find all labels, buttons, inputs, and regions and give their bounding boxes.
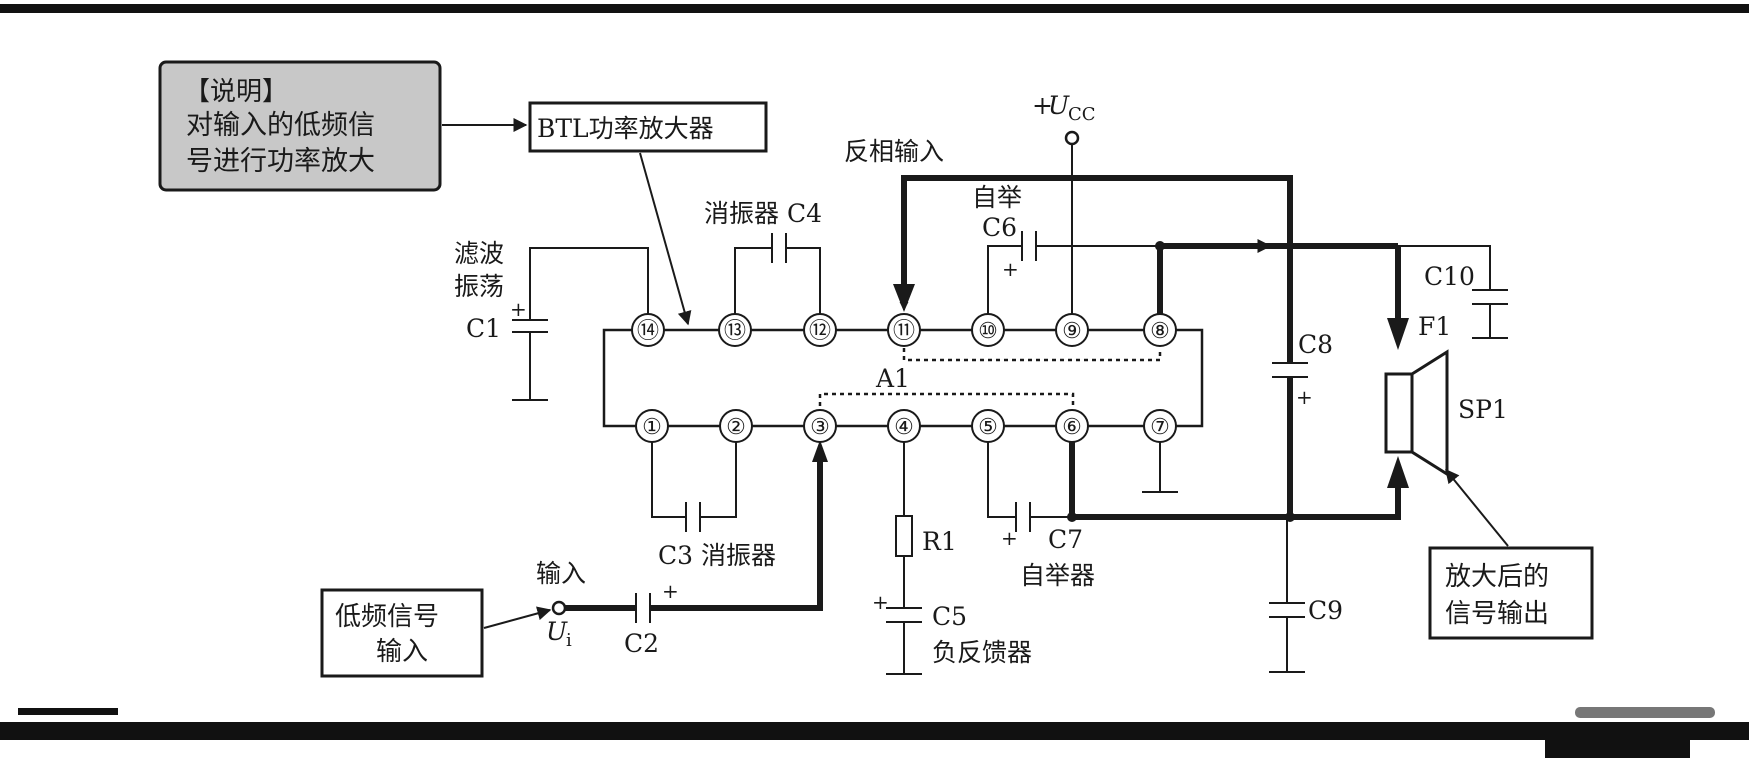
capacitor-c6 (1021, 231, 1037, 261)
c1-plus: + (510, 297, 527, 321)
c4-label: 消振器 C4 (704, 199, 822, 228)
capacitor-c8 (1272, 178, 1308, 517)
capacitor-c10 (1472, 289, 1508, 305)
c2-plus: + (662, 579, 679, 603)
input-box-line-1: 低频信号 (335, 602, 439, 632)
chip-title-box: BTL功率放大器 (528, 101, 768, 153)
note-header: 【说明】 (184, 77, 288, 107)
ui-subscript: i (566, 630, 572, 651)
c9-label: C9 (1308, 596, 1343, 625)
input-label: 输入 (536, 559, 586, 588)
pin-9-label: ⑨ (1062, 319, 1082, 344)
vcc-prefix: + (1032, 91, 1053, 120)
component-labels: 滤波 振荡 C1 + 消振器 C4 反相输入 + U CC 自举 C6 + C1… (454, 91, 1508, 667)
capacitor-c7 (1015, 502, 1031, 532)
pin-13-label: ⑬ (724, 319, 746, 344)
c5-label: C5 (932, 602, 967, 631)
ui-symbol: U (546, 617, 568, 646)
c6-label: C6 (982, 213, 1017, 242)
c7-plus: + (1001, 526, 1018, 550)
pin-11-label: ⑪ (893, 319, 915, 344)
pin-3-label: ③ (810, 415, 830, 440)
output-box-line-1: 放大后的 (1445, 562, 1549, 592)
bottom-frame-bar (0, 722, 1749, 740)
bootstrap-top-label: 自举 (972, 183, 1022, 212)
capacitor-c3 (685, 502, 701, 532)
c7-label: C7 (1048, 525, 1083, 554)
c1-label: C1 (466, 314, 501, 343)
bootstrap-bottom-label: 自举器 (1020, 561, 1095, 590)
pin-14-label: ⑭ (637, 319, 659, 344)
output-box: 放大后的 信号输出 (1428, 546, 1594, 640)
note-box: 【说明】 对输入的低频信 号进行功率放大 (158, 60, 442, 192)
filter-label-line-2: 振荡 (454, 272, 504, 301)
capacitor-c5 (886, 607, 922, 623)
c8-label: C8 (1298, 330, 1333, 359)
inverting-input-label: 反相输入 (844, 137, 944, 166)
output-box-arrow (1445, 468, 1509, 547)
input-box-arrow (483, 606, 552, 629)
internal-link-top (902, 348, 1162, 362)
pin-labels-bottom: ① ② ③ ④ ⑤ ⑥ ⑦ (642, 415, 1170, 440)
input-box: 低频信号 输入 (320, 588, 484, 678)
note-line-1: 对输入的低频信 (186, 110, 375, 141)
speaker-sp1 (1384, 349, 1449, 477)
internal-link-bottom (818, 392, 1075, 406)
negative-feedback-label: 负反馈器 (932, 638, 1032, 667)
capacitor-c4 (771, 233, 787, 263)
pin-6-label: ⑥ (1062, 415, 1082, 440)
c2-label: C2 (624, 629, 659, 658)
pin-1-label: ① (642, 415, 662, 440)
capacitor-c1 (512, 319, 548, 333)
pin-labels-top: ⑭ ⑬ ⑫ ⑪ ⑩ ⑨ ⑧ (637, 319, 1170, 344)
pin-4-label: ④ (894, 415, 914, 440)
chip-title: BTL功率放大器 (537, 114, 714, 143)
c6-plus: + (1002, 257, 1019, 281)
junction-dots (1067, 241, 1295, 522)
pin-2-label: ② (726, 415, 746, 440)
pin-8-label: ⑧ (1150, 319, 1170, 344)
pin-12-label: ⑫ (809, 319, 831, 344)
input-box-line-2: 输入 (376, 637, 428, 667)
pins-bottom (635, 409, 1177, 443)
title-to-chip-arrow (639, 152, 692, 326)
chip-label: A1 (875, 364, 910, 393)
pins-top (631, 313, 1177, 347)
bottom-frame-thin-bar (18, 708, 118, 715)
vcc-terminal (1064, 130, 1080, 146)
output-box-line-2: 信号输出 (1445, 599, 1549, 629)
input-terminal (551, 600, 567, 616)
f1-label: F1 (1418, 312, 1451, 341)
note-line-2: 号进行功率放大 (186, 146, 375, 177)
capacitor-c2 (635, 593, 651, 623)
r1-label: R1 (922, 527, 957, 556)
resistor-r1 (895, 515, 913, 557)
capacitor-c9 (1269, 602, 1305, 618)
c3-label: C3 消振器 (658, 541, 776, 570)
c8-plus: + (1296, 385, 1313, 409)
filter-label-line-1: 滤波 (454, 239, 504, 268)
page-curl-mark (1575, 707, 1715, 718)
vcc-subscript: CC (1068, 104, 1096, 125)
vcc-symbol: U (1048, 91, 1070, 120)
sp1-label: SP1 (1458, 395, 1508, 424)
c5-plus: + (872, 590, 889, 614)
pin-10-label: ⑩ (978, 319, 998, 344)
c10-label: C10 (1424, 262, 1475, 291)
top-frame-bar (0, 4, 1749, 13)
pin-5-label: ⑤ (978, 415, 998, 440)
pin-7-label: ⑦ (1150, 415, 1170, 440)
bottom-frame-right-block (1545, 740, 1690, 758)
